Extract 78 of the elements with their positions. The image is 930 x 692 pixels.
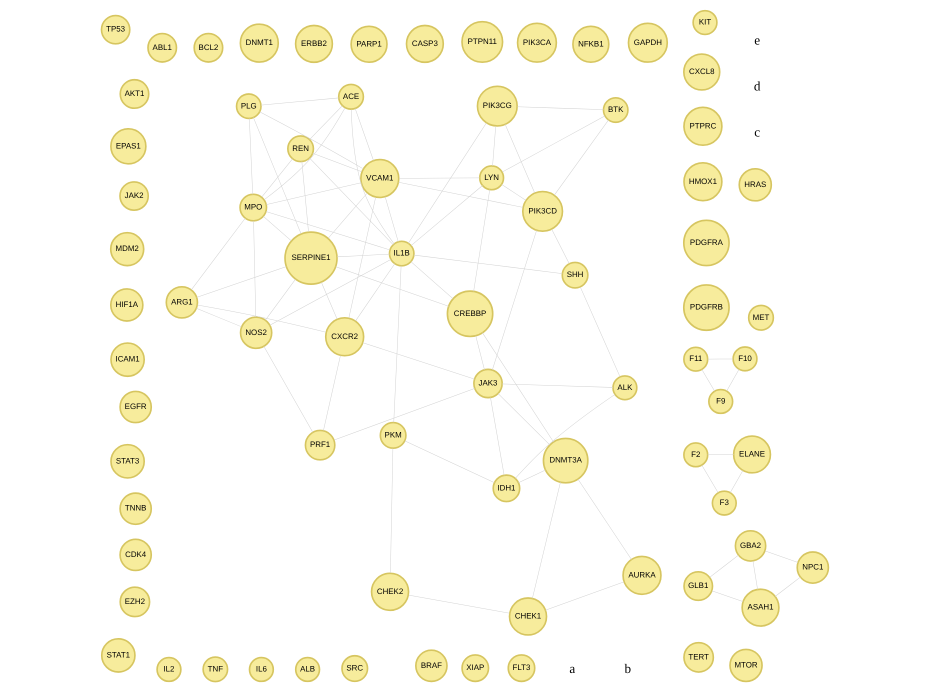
connector	[264, 108, 346, 200]
connector	[554, 120, 609, 196]
connector	[404, 440, 495, 483]
connector	[551, 228, 570, 264]
connector	[498, 393, 550, 446]
connector	[355, 263, 396, 322]
connector	[321, 282, 338, 320]
connector	[270, 259, 392, 326]
label: a	[569, 660, 576, 676]
connector	[414, 254, 563, 274]
connector	[323, 355, 341, 431]
connector	[191, 218, 246, 290]
connector	[408, 122, 487, 244]
connector	[730, 470, 744, 493]
connector	[702, 464, 718, 493]
label: c	[754, 124, 760, 140]
connector	[504, 124, 535, 194]
label: e	[754, 32, 760, 48]
connector	[774, 576, 801, 597]
connector	[261, 158, 293, 198]
connector	[196, 304, 326, 332]
connector	[545, 582, 624, 610]
connector	[259, 112, 364, 170]
connector	[362, 342, 475, 380]
connector	[410, 185, 483, 246]
connector	[482, 332, 554, 442]
connector	[354, 108, 374, 161]
connector	[752, 560, 758, 590]
connector	[266, 182, 362, 205]
connector	[702, 369, 715, 392]
connector	[312, 153, 362, 172]
connector	[309, 106, 343, 140]
connector	[264, 346, 314, 433]
connector	[390, 448, 394, 574]
connector	[266, 211, 390, 250]
connector	[384, 196, 399, 242]
connector	[196, 308, 242, 328]
connector	[302, 161, 309, 232]
connector	[350, 109, 394, 244]
connector	[518, 470, 546, 483]
connector	[410, 261, 454, 299]
connector	[398, 178, 480, 179]
connector	[764, 550, 798, 563]
connector	[328, 192, 368, 238]
connector	[253, 220, 256, 318]
connector	[260, 98, 339, 106]
connector	[580, 286, 620, 378]
connector	[515, 394, 616, 479]
connector	[309, 158, 394, 246]
connector	[492, 230, 537, 370]
connector	[253, 117, 302, 234]
connector	[408, 594, 510, 614]
connector	[476, 336, 485, 370]
connector	[502, 384, 614, 388]
connector	[490, 397, 504, 476]
connector	[394, 266, 402, 423]
connector	[336, 266, 449, 307]
connector	[707, 454, 734, 456]
label: b	[624, 660, 632, 676]
label: d	[754, 78, 760, 94]
connector	[398, 182, 524, 208]
connector	[348, 197, 376, 318]
connector	[712, 590, 744, 602]
connector	[473, 189, 490, 292]
connector	[517, 106, 604, 110]
connector	[578, 478, 632, 560]
connector	[726, 369, 740, 392]
connector	[265, 279, 296, 320]
connector	[492, 126, 496, 166]
connector	[263, 216, 292, 241]
connector	[334, 388, 476, 440]
connector	[196, 266, 286, 298]
connector	[532, 482, 561, 599]
connector	[710, 554, 739, 578]
connector	[336, 254, 390, 258]
connector	[502, 116, 606, 172]
connector	[249, 118, 253, 195]
connector	[501, 184, 526, 201]
